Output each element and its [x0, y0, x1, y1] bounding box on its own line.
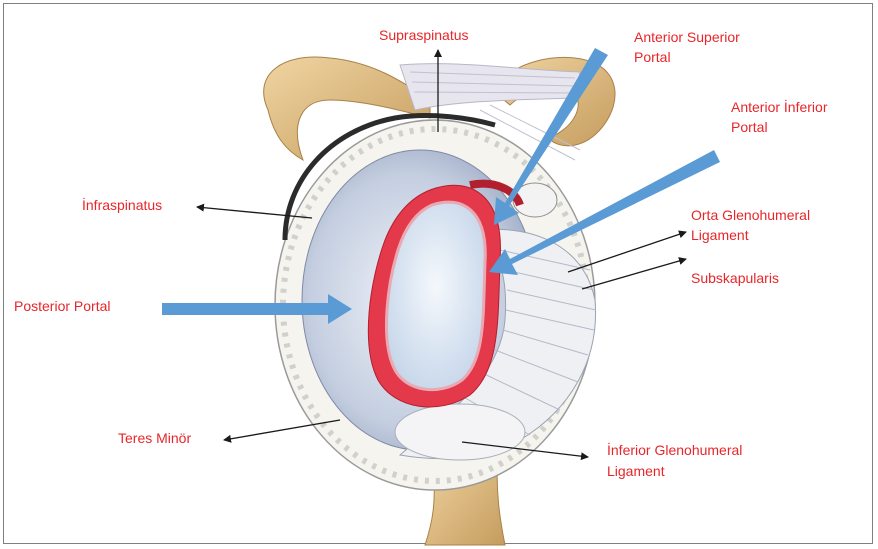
label-anterior-superior-portal-line2: Portal	[634, 47, 671, 68]
coracoacromial-ligament	[400, 64, 580, 110]
label-infraspinatus: İnfraspinatus	[82, 195, 162, 216]
label-teres-minor: Teres Minör	[118, 428, 191, 449]
label-anterior-superior-portal-line1: Anterior Superior	[634, 27, 740, 48]
label-orta-glenohumeral-line2: Ligament	[691, 225, 749, 246]
label-anterior-inferior-portal-line2: Portal	[731, 117, 768, 138]
label-anterior-inferior-portal-line1: Anterior İnferior	[731, 97, 827, 118]
label-inferior-glenohumeral-line2: Ligament	[607, 461, 665, 482]
label-supraspinatus: Supraspinatus	[379, 25, 469, 46]
infraspinatus-leader	[197, 207, 312, 218]
label-orta-glenohumeral-line1: Orta Glenohumeral	[691, 205, 810, 226]
subskapularis-leader	[582, 259, 686, 289]
label-inferior-glenohumeral-line1: İnferior Glenohumeral	[607, 440, 742, 461]
label-subskapularis: Subskapularis	[691, 268, 779, 289]
inferior-ligament	[395, 404, 525, 460]
label-posterior-portal: Posterior Portal	[14, 296, 110, 317]
